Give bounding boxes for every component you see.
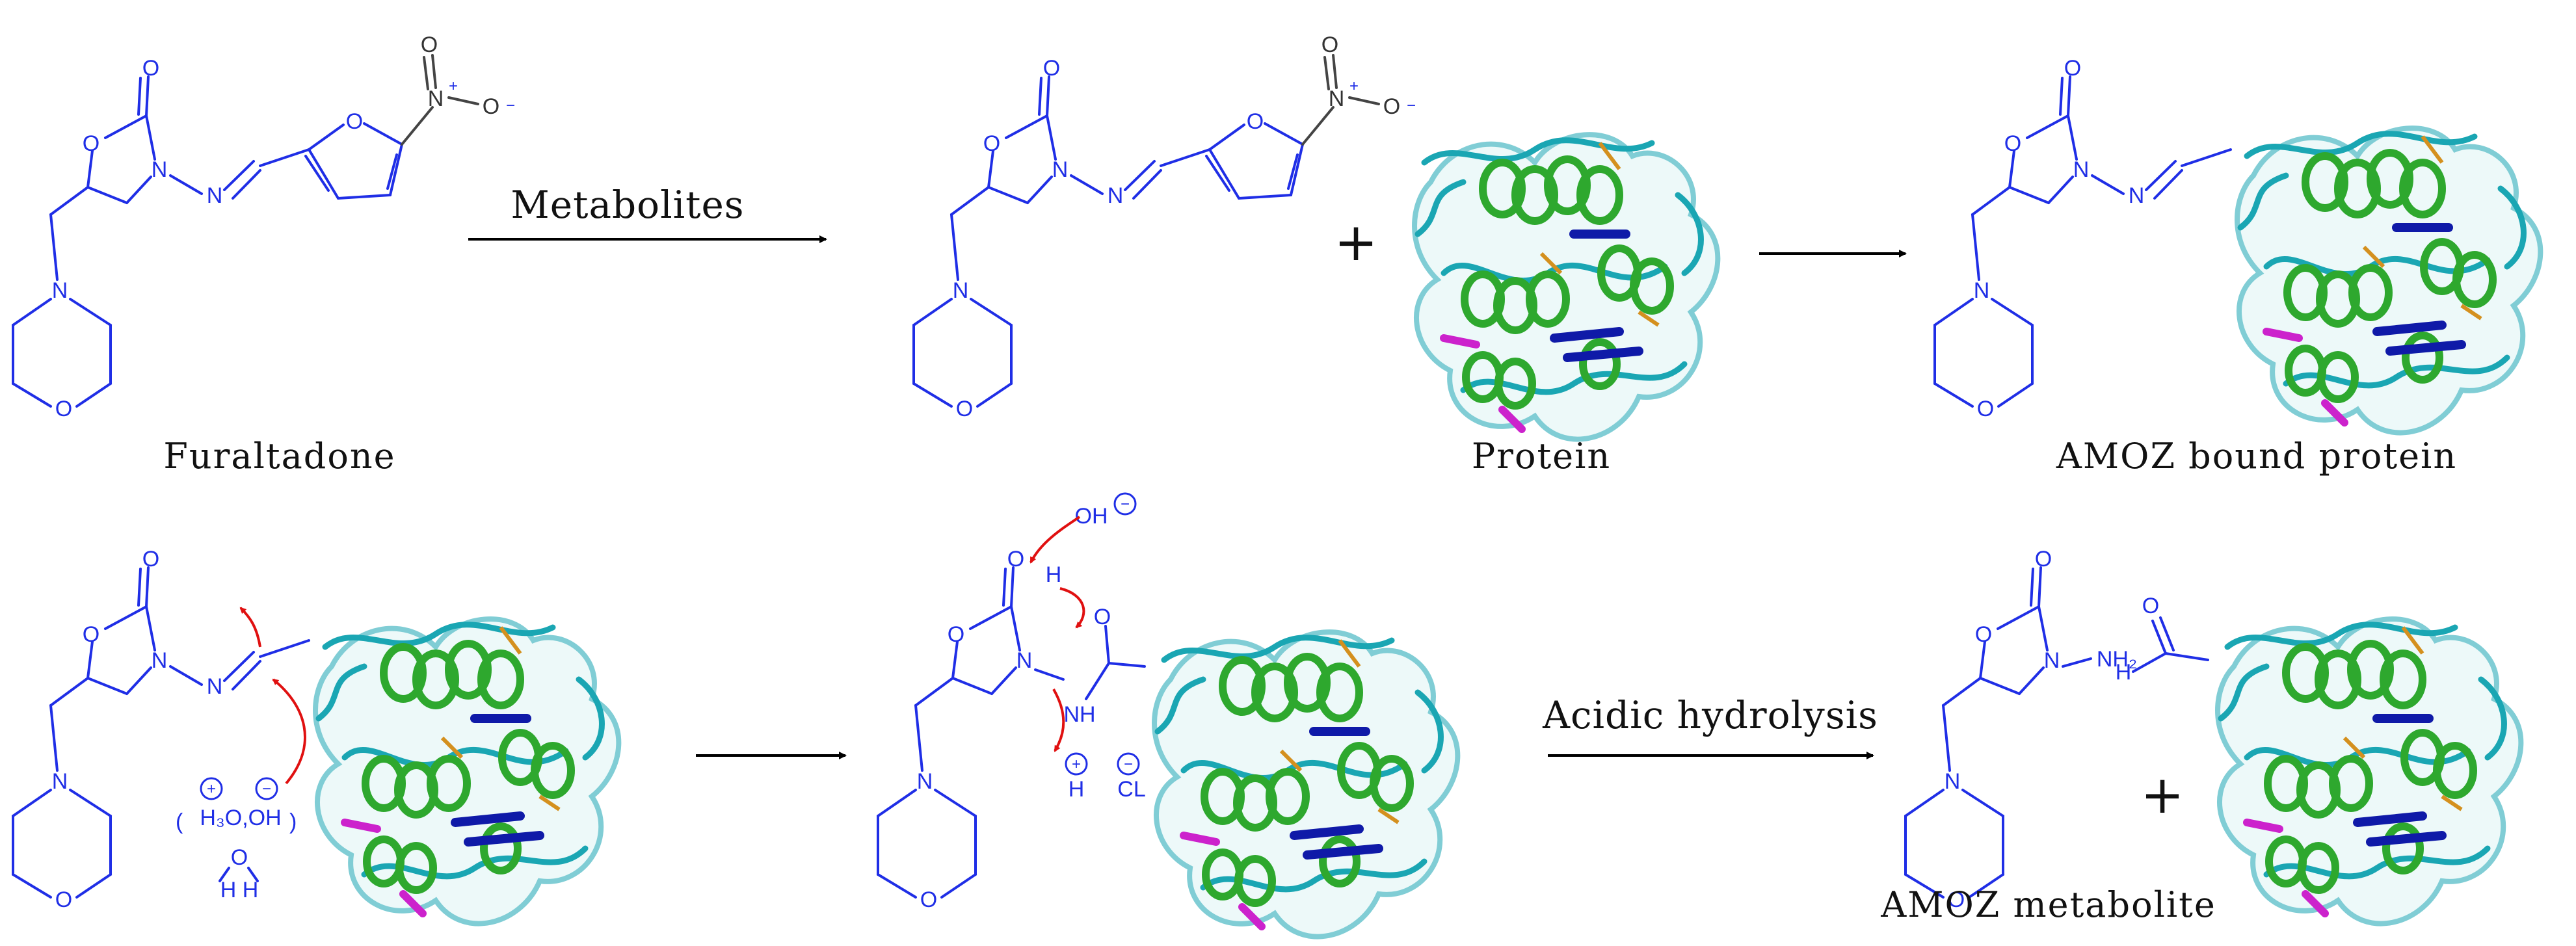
metabolites-label: Metabolites <box>511 183 744 227</box>
svg-text:O: O <box>231 845 248 870</box>
protein-caption: Protein <box>1472 436 1611 477</box>
svg-text:O: O <box>2142 594 2159 618</box>
svg-text:N: N <box>207 674 223 699</box>
svg-text:OH: OH <box>1075 504 1108 529</box>
svg-text:+: + <box>1072 755 1081 773</box>
svg-text:CL: CL <box>1117 777 1145 802</box>
furaltadone-caption: Furaltadone <box>163 436 395 477</box>
svg-text:H: H <box>2116 660 2132 685</box>
amoz-metabolite-structure: NH₂ <box>1904 545 2137 913</box>
amoz-bound-caption: AMOZ bound protein <box>2056 436 2457 477</box>
amoz-metabolite-caption: AMOZ metabolite <box>1880 884 2216 925</box>
svg-text:−: − <box>262 780 271 798</box>
plus-sign-bottom: + <box>2140 765 2184 825</box>
protonation-intermediate: N ( ) + − H₃O,OH O H H <box>12 545 618 924</box>
svg-text:−: − <box>1121 495 1130 513</box>
amoz-bound-protein-structure: N <box>1933 55 2540 433</box>
svg-text:N: N <box>2129 183 2145 208</box>
svg-text:NH₂: NH₂ <box>2097 647 2137 672</box>
svg-text:(: ( <box>176 809 183 834</box>
hemiaminal-intermediate: NH O H OH − + H − CL <box>877 492 1457 937</box>
svg-text:): ) <box>289 809 297 834</box>
svg-text:−: − <box>1124 755 1133 773</box>
protein-structure-top <box>1414 135 1718 439</box>
svg-text:H: H <box>1046 562 1062 587</box>
acidic-hydrolysis-arrow: Acidic hydrolysis <box>1542 693 1878 759</box>
water-molecule: H H <box>220 878 259 902</box>
svg-text:H: H <box>1069 777 1085 802</box>
svg-text:+: + <box>207 780 216 798</box>
furaltadone-structure <box>12 31 517 423</box>
aldehyde-protein-structure: H O <box>2116 594 2521 924</box>
plus-sign-top: + <box>1334 212 1377 272</box>
metabolites-arrow: Metabolites <box>468 183 827 243</box>
hydronium-hydroxide: H₃O,OH <box>200 806 281 830</box>
acidic-hydrolysis-label: Acidic hydrolysis <box>1542 693 1878 737</box>
svg-text:O: O <box>1094 605 1111 629</box>
svg-text:NH: NH <box>1063 702 1095 727</box>
